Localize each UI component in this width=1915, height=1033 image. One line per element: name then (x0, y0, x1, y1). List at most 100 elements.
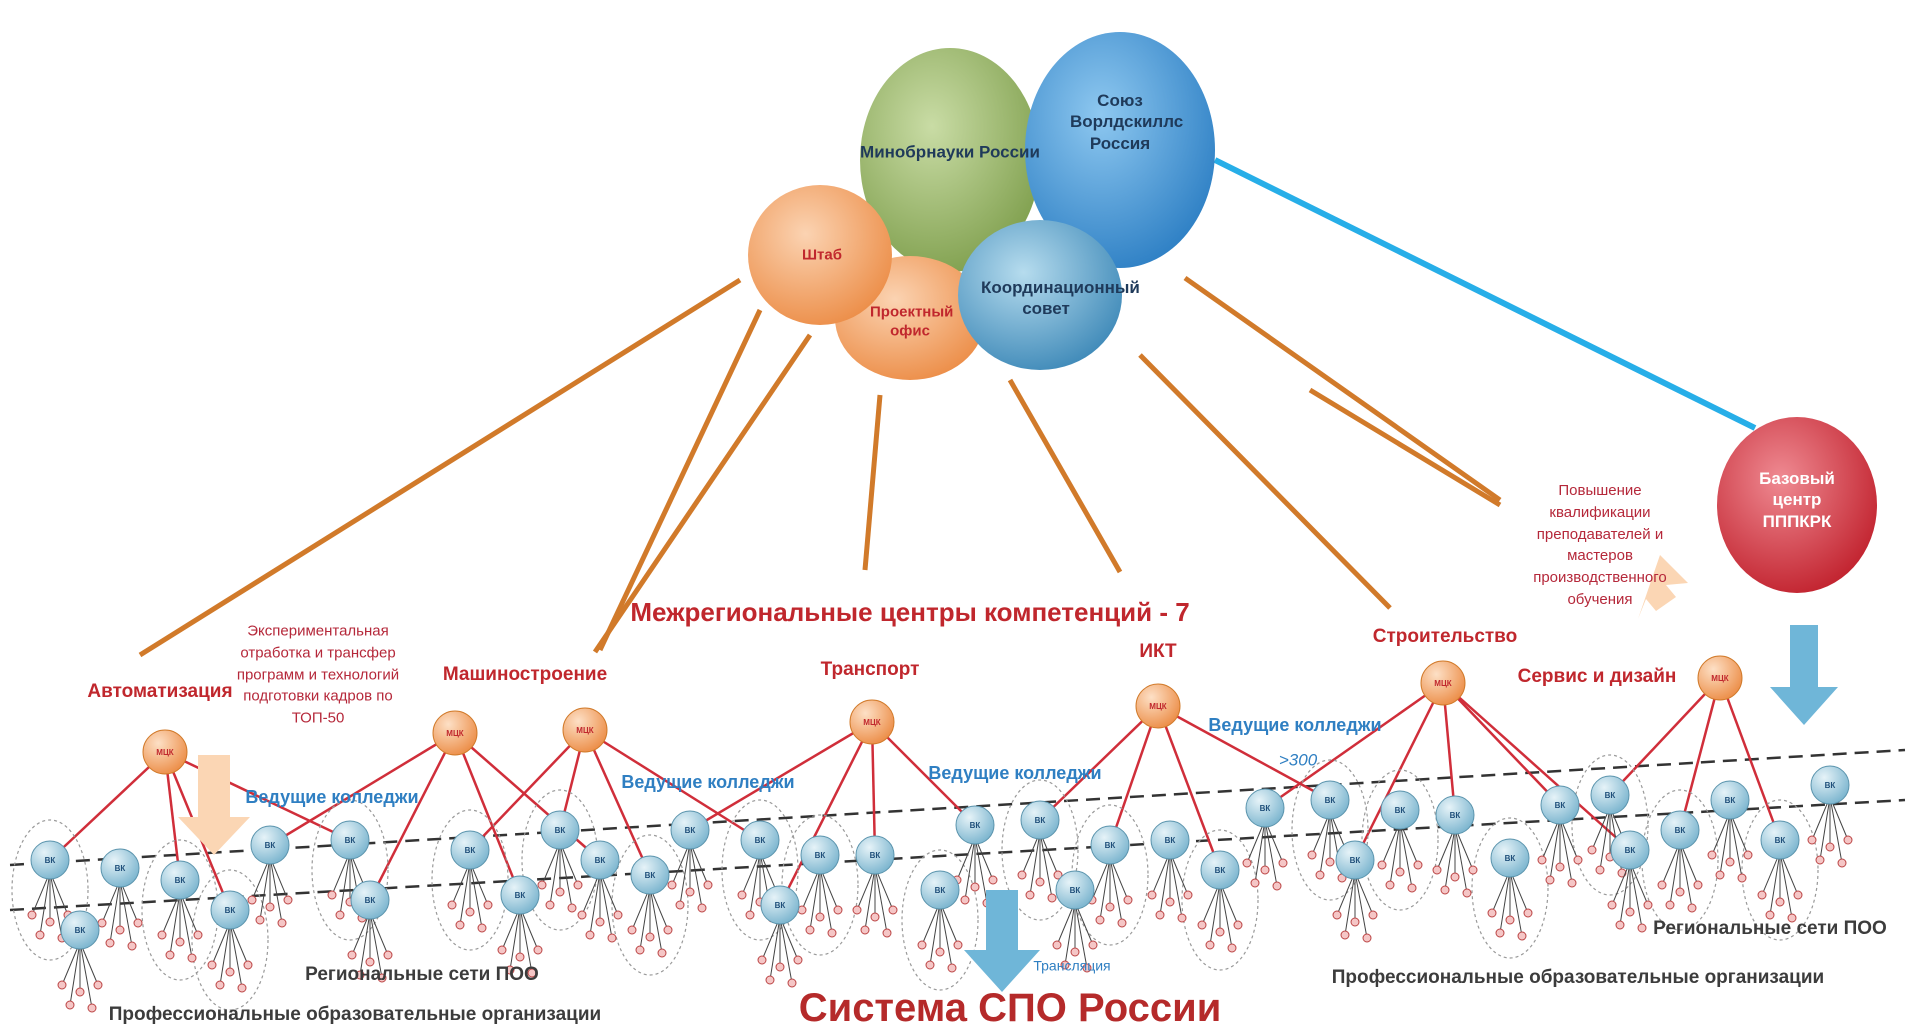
org-dot (1165, 897, 1175, 907)
org-dot (667, 880, 677, 890)
org-dot (447, 900, 457, 910)
org-dot (87, 1003, 97, 1013)
hub-link (1442, 682, 1561, 806)
orange-link-3 (592, 333, 813, 654)
group-outline (1741, 799, 1819, 941)
org-dot (237, 983, 247, 993)
vk-node (450, 830, 490, 870)
vk-node-label: ВК (1260, 804, 1271, 813)
hub-link (1609, 677, 1721, 796)
org-dot (1545, 875, 1555, 885)
org-dot (247, 895, 257, 905)
org-dot (93, 980, 103, 990)
org-dot (45, 917, 55, 927)
hub-link (453, 732, 522, 896)
vk-node-label: ВК (1035, 816, 1046, 825)
org-link (1629, 861, 1643, 929)
org-link (1779, 851, 1793, 919)
org-dot (697, 903, 707, 913)
org-dot (1332, 910, 1342, 920)
org-dot (573, 880, 583, 890)
org-link (519, 906, 533, 974)
vk-node-label: ВК (1450, 811, 1461, 820)
org-dot (1523, 908, 1533, 918)
org-dot (347, 950, 357, 960)
org-dot (1227, 943, 1237, 953)
org-dot (1675, 887, 1685, 897)
org-dot (675, 900, 685, 910)
label-council: Координационный совет (981, 277, 1140, 318)
org-dot (187, 953, 197, 963)
org-link (809, 866, 821, 931)
group-outline (1181, 829, 1259, 971)
hub-link (269, 731, 456, 847)
org-link (769, 916, 781, 981)
mcc-hub-label: МЦК (1711, 674, 1729, 683)
org-dot (1250, 878, 1260, 888)
org-link (1254, 819, 1266, 884)
vk-node-label: ВК (935, 886, 946, 895)
org-dot (115, 925, 125, 935)
org-link (469, 861, 483, 929)
org-dot (1487, 908, 1497, 918)
org-dot (1325, 857, 1335, 867)
org-dot (215, 980, 225, 990)
org-dot (1573, 855, 1583, 865)
vk-node (30, 840, 70, 880)
org-dot (383, 950, 393, 960)
vk-node (1710, 780, 1750, 820)
org-link (269, 856, 283, 924)
org-dot (365, 957, 375, 967)
vk-node-label: ВК (1395, 806, 1406, 815)
org-dot (225, 967, 235, 977)
vk-node-label: ВК (175, 876, 186, 885)
vk-node-label: ВК (465, 846, 476, 855)
org-link (1219, 881, 1233, 949)
hub-link (584, 728, 761, 842)
circle-base-center (1717, 417, 1877, 593)
org-link (1099, 856, 1111, 921)
org-dot (970, 882, 980, 892)
hub-link (1442, 682, 1631, 851)
vk-node (1540, 785, 1580, 825)
mcc-hub (432, 710, 478, 756)
vk-node (1150, 820, 1190, 860)
org-dot (645, 932, 655, 942)
org-dot (555, 887, 565, 897)
system-title: Система СПО России (798, 986, 1222, 1030)
org-link (1109, 856, 1123, 924)
org-dot (175, 937, 185, 947)
vk-node (1335, 840, 1375, 880)
org-dot (105, 938, 115, 948)
vk-node-label: ВК (1070, 886, 1081, 895)
org-link (1509, 869, 1523, 937)
orange-link-8 (1308, 387, 1502, 508)
org-dot (243, 960, 253, 970)
group-outline (721, 799, 799, 941)
org-dot (1665, 900, 1675, 910)
org-dot (65, 1000, 75, 1010)
orange-links (138, 275, 1502, 658)
org-dot (75, 987, 85, 997)
vk-node-label: ВК (775, 901, 786, 910)
org-dot (1625, 907, 1635, 917)
org-link (1399, 821, 1413, 889)
label-shtab: Штаб (801, 246, 843, 264)
org-dot (1060, 960, 1070, 970)
vk-node (250, 825, 290, 865)
vk-node-label: ВК (1725, 796, 1736, 805)
org-dot (1637, 923, 1647, 933)
arrow-to-system (964, 890, 1040, 992)
org-dot (627, 925, 637, 935)
org-dot (1468, 865, 1478, 875)
org-dot (1070, 947, 1080, 957)
org-dot (1242, 858, 1252, 868)
org-dot (1615, 920, 1625, 930)
org-link (49, 871, 63, 939)
label-worldskills: Союз Ворлдскиллс Россия (1070, 91, 1184, 153)
org-dot (207, 960, 217, 970)
group-outline (781, 814, 859, 956)
org-dot (1017, 870, 1027, 880)
org-dot (97, 918, 107, 928)
mcc-hub-label: МЦК (1434, 679, 1452, 688)
